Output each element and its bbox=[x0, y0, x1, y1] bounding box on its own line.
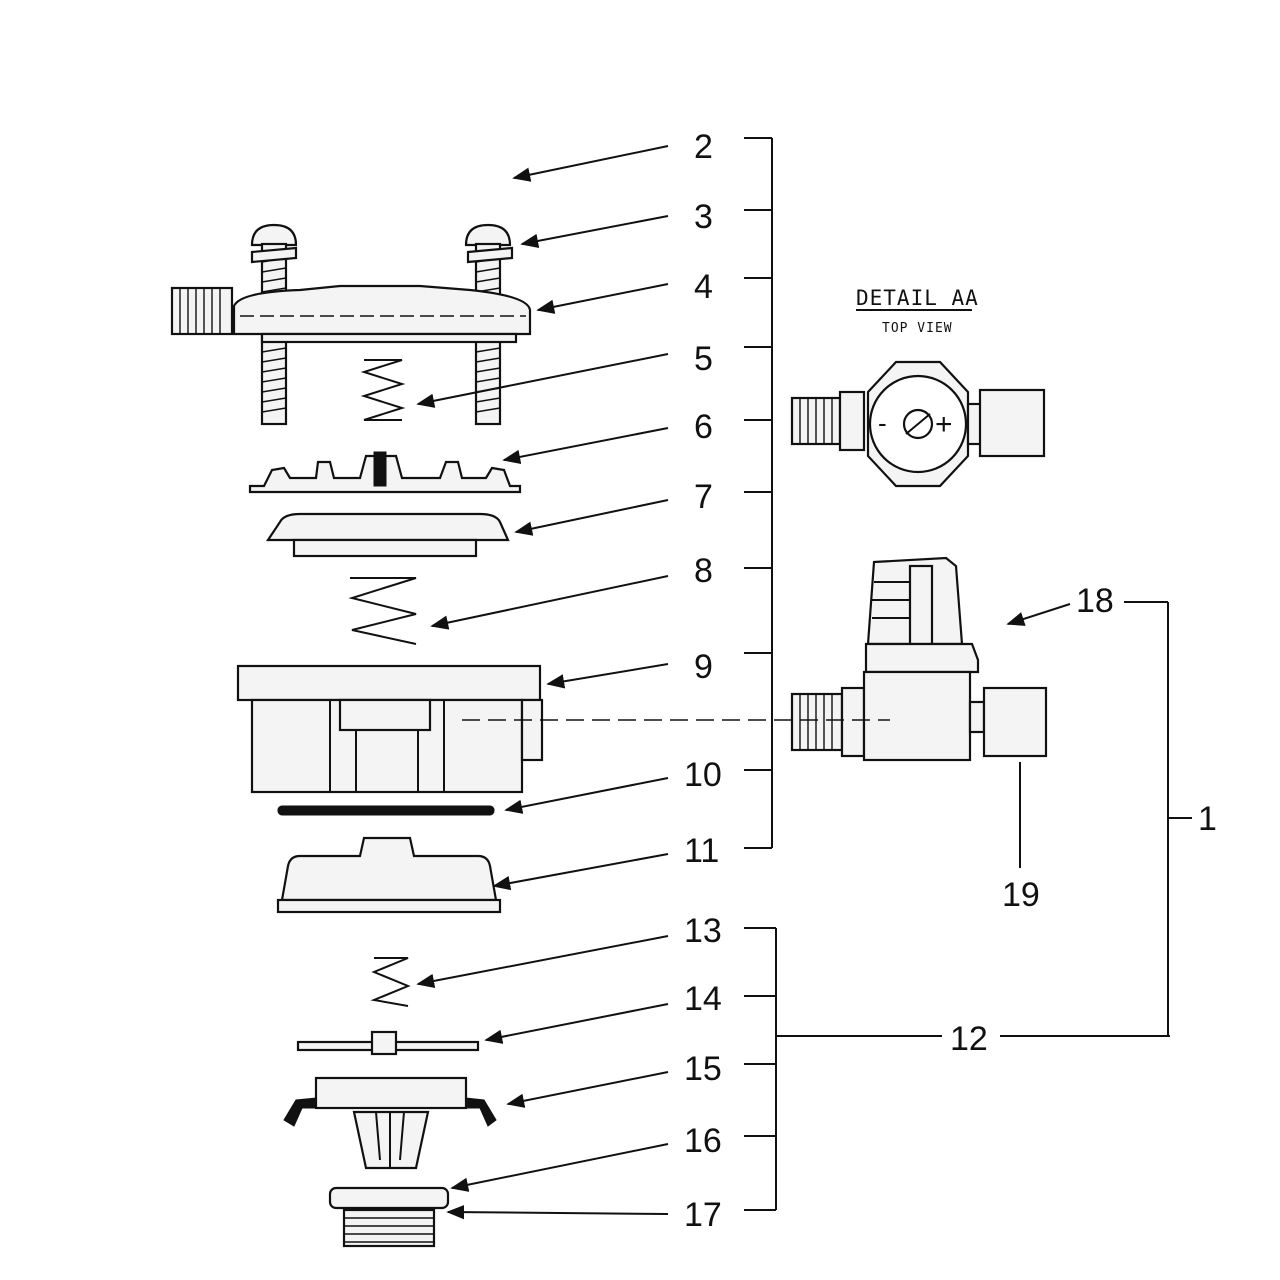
part-14-disc bbox=[296, 1030, 480, 1056]
part-10-oring bbox=[277, 805, 495, 816]
part-13-spring bbox=[370, 957, 411, 1007]
label-17: 17 bbox=[684, 1196, 722, 1234]
label-3: 3 bbox=[694, 198, 713, 236]
detail-title: DETAIL AA bbox=[856, 286, 979, 310]
label-15: 15 bbox=[684, 1050, 722, 1088]
detail-minus-sign: - bbox=[878, 408, 887, 438]
label-4: 4 bbox=[694, 268, 713, 306]
label-9: 9 bbox=[694, 648, 713, 686]
part-5-spring bbox=[360, 359, 406, 421]
bracket-assembly-1 bbox=[1124, 601, 1192, 1036]
part-7-disc bbox=[265, 512, 510, 558]
part-15-guide bbox=[283, 1076, 497, 1170]
leader-arrows bbox=[416, 145, 1071, 1220]
part-8-spring bbox=[348, 577, 417, 645]
label-13: 13 bbox=[684, 912, 722, 950]
bracket-group-top bbox=[744, 137, 773, 849]
label-7: 7 bbox=[694, 478, 713, 516]
part-9-body bbox=[236, 664, 544, 794]
detail-aa-caption: DETAIL AA TOP VIEW - + bbox=[856, 286, 979, 441]
label-18: 18 bbox=[1076, 582, 1114, 620]
part-16-17-fitting bbox=[328, 1186, 450, 1248]
label-12: 12 bbox=[950, 1020, 988, 1058]
label-1: 1 bbox=[1198, 800, 1217, 838]
part-4-cover bbox=[170, 284, 532, 344]
label-19: 19 bbox=[1002, 876, 1040, 914]
part-18-19-valve bbox=[790, 556, 1048, 762]
part-11-cap bbox=[276, 836, 502, 914]
detail-aa-top-view bbox=[790, 360, 1046, 488]
part-6-diaphragm bbox=[248, 451, 522, 494]
label-11: 11 bbox=[684, 832, 719, 870]
part-3-washers bbox=[250, 246, 514, 264]
label-6: 6 bbox=[694, 408, 713, 446]
label-8: 8 bbox=[694, 552, 713, 590]
label-2: 2 bbox=[694, 128, 713, 166]
label-16: 16 bbox=[684, 1122, 722, 1160]
part-number-labels: 2 3 4 5 6 7 8 9 10 11 13 14 15 16 17 12 … bbox=[684, 128, 1217, 1234]
label-14: 14 bbox=[684, 980, 722, 1018]
bracket-group-bottom bbox=[744, 927, 1170, 1211]
label-10: 10 bbox=[684, 756, 722, 794]
label-5: 5 bbox=[694, 340, 713, 378]
detail-plus-sign: + bbox=[935, 408, 953, 441]
detail-subtitle: TOP VIEW bbox=[882, 321, 953, 336]
